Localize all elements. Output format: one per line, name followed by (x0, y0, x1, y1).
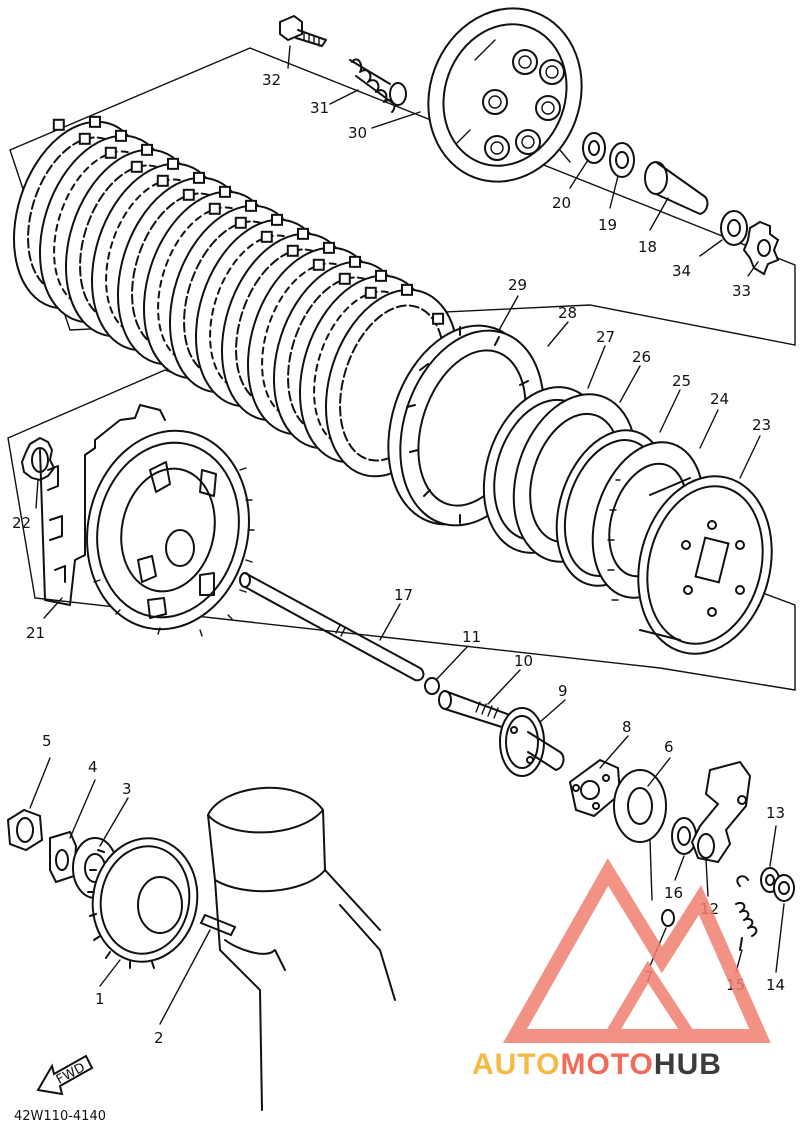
callout-33: 33 (732, 282, 751, 300)
watermark-moto: MOTO (560, 1048, 653, 1081)
callout-23: 23 (752, 416, 771, 434)
callout-28: 28 (558, 304, 577, 322)
watermark-logo (502, 858, 771, 1043)
callout-8: 8 (622, 718, 632, 736)
callout-10: 10 (514, 652, 533, 670)
callout-19: 19 (598, 216, 617, 234)
part-21-clutch-housing (39, 404, 255, 637)
callout-16: 16 (664, 884, 683, 902)
watermark-text: AUTOMOTOHUB (472, 1048, 722, 1081)
part-17-push-rod (239, 572, 425, 682)
callout-9: 9 (558, 682, 568, 700)
callout-26: 26 (632, 348, 651, 366)
part-32-bolt (279, 14, 327, 47)
part-20-washer (582, 132, 606, 164)
part-22-thrust-washer (20, 436, 56, 482)
svg-text:AUTOMOTOHUB: AUTOMOTOHUB (472, 1048, 722, 1081)
callout-34: 34 (672, 262, 691, 280)
part-6-oil-seal (613, 769, 667, 843)
callout-14: 14 (766, 976, 785, 994)
part-4-lock-washer (49, 830, 78, 884)
callout-4: 4 (88, 758, 98, 776)
callout-20: 20 (552, 194, 571, 212)
part-30-pressure-plate (427, 7, 583, 183)
watermark-hub: HUB (654, 1048, 722, 1081)
part-10-rod (438, 690, 511, 729)
part-19-bearing (609, 142, 635, 178)
callout-5: 5 (42, 732, 52, 750)
callout-31: 31 (310, 99, 329, 117)
leader-lines (29, 45, 785, 1025)
callout-13: 13 (766, 804, 785, 822)
part-14-circlip (773, 874, 795, 902)
part-8-gasket (568, 758, 622, 818)
callout-29: 29 (508, 276, 527, 294)
clutch-plates-stack (12, 115, 460, 478)
part-23-clutch-boss (607, 475, 773, 655)
callout-17: 17 (394, 586, 413, 604)
part-16-bush (671, 817, 697, 855)
callout-1: 1 (95, 990, 105, 1008)
part-12-push-lever (690, 760, 752, 864)
callout-32: 32 (262, 71, 281, 89)
callout-2: 2 (154, 1029, 164, 1047)
part-11-ball (424, 677, 440, 695)
part-34-nut (720, 210, 748, 246)
part-18-push-rod (644, 161, 709, 215)
callout-30: 30 (348, 124, 367, 142)
callout-27: 27 (596, 328, 615, 346)
watermark-auto: AUTO (472, 1048, 560, 1081)
callout-3: 3 (122, 780, 132, 798)
callout-11: 11 (462, 628, 481, 646)
part-5-nut (6, 808, 44, 852)
callout-6: 6 (664, 738, 674, 756)
part-15-spring (735, 875, 758, 951)
diagram-part-number: 42W110-4140 (14, 1109, 106, 1124)
callout-18: 18 (638, 238, 657, 256)
callout-22: 22 (12, 514, 31, 532)
callout-24: 24 (710, 390, 729, 408)
callout-25: 25 (672, 372, 691, 390)
lower-group-outline (7, 369, 796, 691)
part-9-push-lever-shaft (499, 707, 565, 777)
upper-group-outline (9, 47, 796, 346)
crankcase-outline (207, 786, 396, 1111)
part-1-primary-gear (87, 837, 199, 969)
part-7-pin (649, 839, 675, 927)
part-33-lock-washer (742, 220, 780, 276)
part-31-spring (349, 58, 407, 113)
fwd-arrow: FWD (36, 1054, 94, 1096)
callout-21: 21 (26, 624, 45, 642)
